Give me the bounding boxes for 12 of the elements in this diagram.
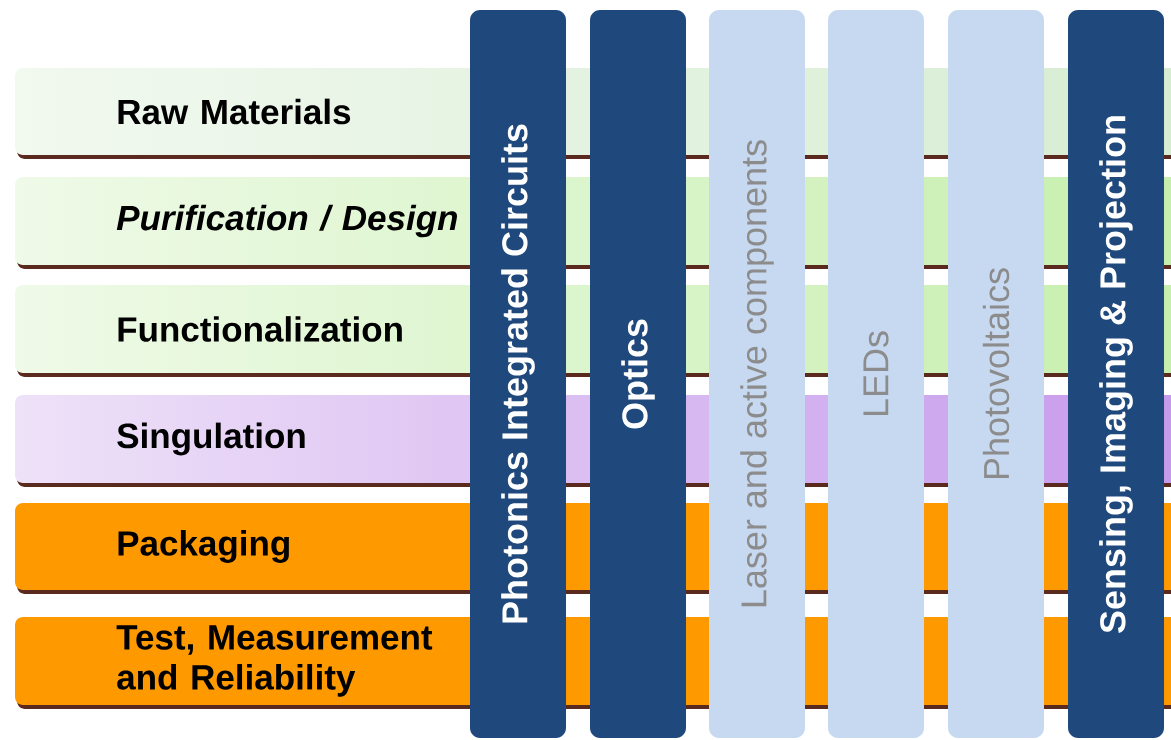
process-band: Purification / Design	[15, 177, 470, 269]
process-band: Packaging	[15, 503, 470, 594]
application-column: LEDs	[828, 10, 924, 738]
application-column: Laser and active components	[709, 10, 805, 738]
application-column: Sensing, Imaging & Projection	[1068, 10, 1164, 738]
process-band: Raw Materials	[15, 68, 470, 159]
process-band: Functionalization	[15, 285, 470, 377]
process-band: Test, Measurement and Reliability	[15, 617, 470, 709]
application-column: Optics	[590, 10, 686, 738]
application-column: Photovoltaics	[948, 10, 1044, 738]
process-band: Singulation	[15, 395, 470, 487]
application-column: Photonics Integrated Circuits	[470, 10, 566, 738]
